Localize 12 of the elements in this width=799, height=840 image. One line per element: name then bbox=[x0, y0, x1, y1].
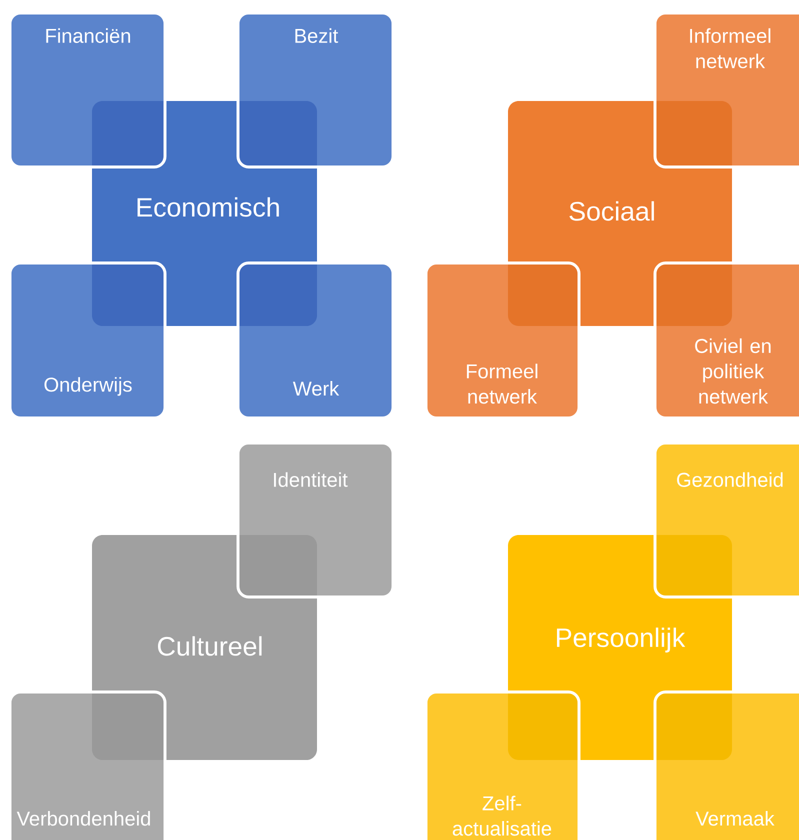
corner-square: Bezit bbox=[236, 12, 394, 168]
corner-square: Financiën bbox=[8, 12, 166, 168]
corner-square: Werk bbox=[236, 262, 394, 420]
corner-square: Gezondheid bbox=[654, 442, 799, 598]
corner-square: Zelf-actualisatie bbox=[424, 690, 580, 840]
corner-square: Verbondenheid bbox=[8, 690, 166, 840]
corner-square: Formeel netwerk bbox=[424, 262, 580, 420]
corner-square: Informeel netwerk bbox=[654, 12, 799, 168]
corner-square: Vermaak bbox=[654, 690, 799, 840]
corner-square: Onderwijs bbox=[8, 262, 166, 420]
corner-square: Identiteit bbox=[236, 442, 394, 598]
corner-square: Civiel en politiek netwerk bbox=[654, 262, 799, 420]
